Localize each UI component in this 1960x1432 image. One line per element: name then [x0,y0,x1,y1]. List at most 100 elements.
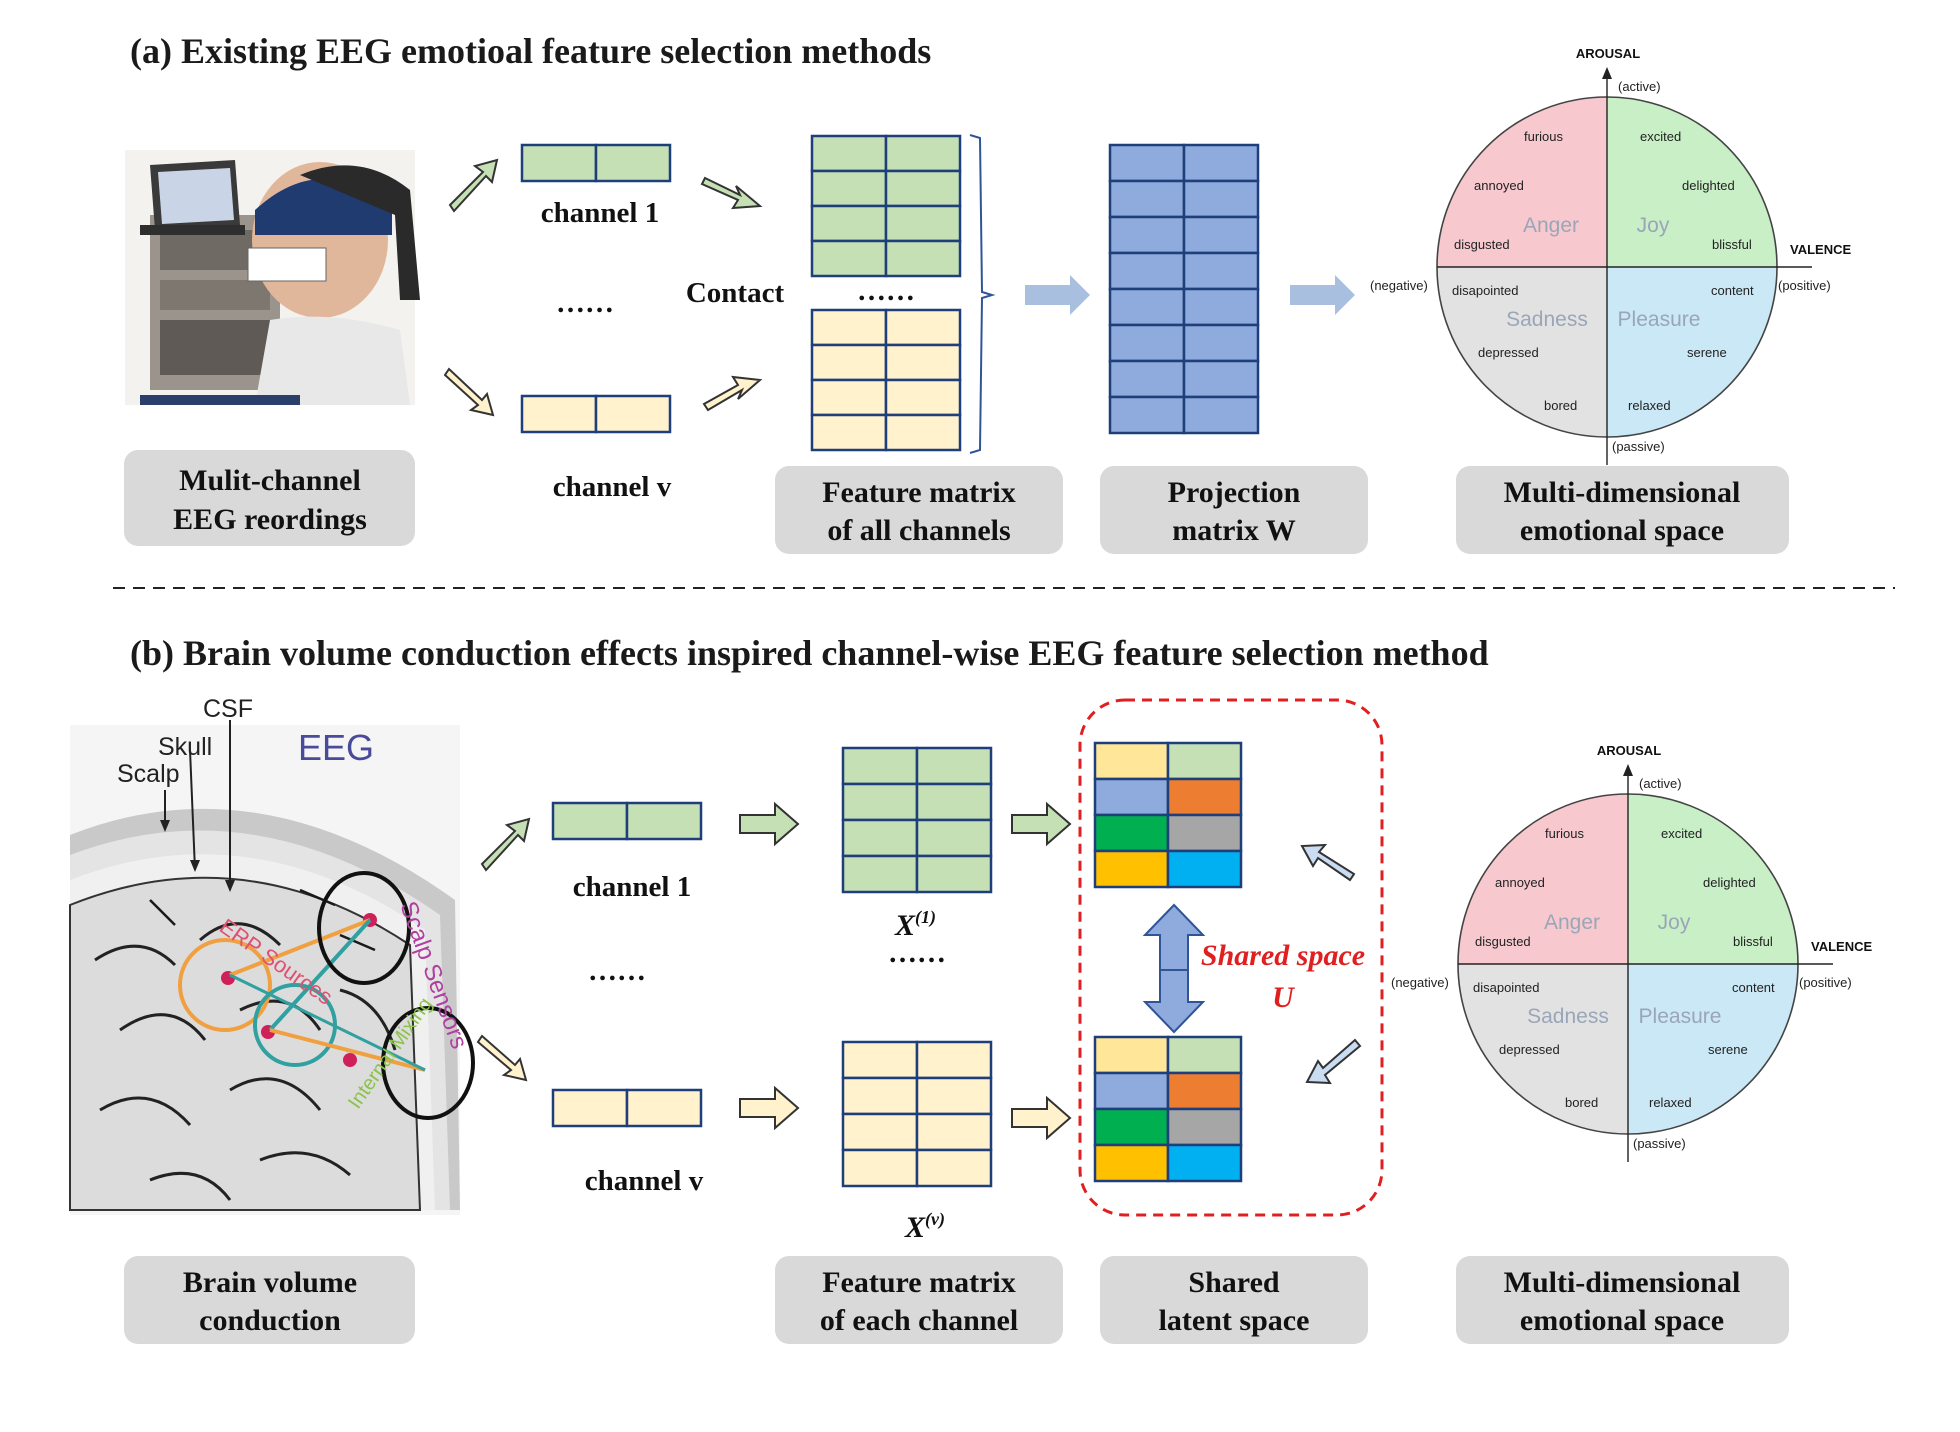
latent-cell [1166,849,1243,889]
xv-label: X(v) [904,1209,945,1244]
double-arrow-down [1142,969,1206,1034]
latent-cell [1166,813,1243,853]
latent-cell [1093,741,1170,781]
word-blissful-a: blissful [1712,237,1752,252]
projection-cell [1182,359,1260,399]
latent-cell [1166,741,1243,781]
feature-matrix-x1 [841,746,993,894]
projection-cell [1182,323,1260,363]
word-excited-a: excited [1640,129,1681,144]
caption-recordings-line2: EEG reordings [173,503,367,536]
word-depressed-b: depressed [1499,1042,1560,1057]
panel-b-title: (b) Brain volume conduction effects insp… [130,633,1489,673]
feature-matrix-xv [841,1040,993,1188]
arrow-space-to-latent-bottom [1305,1038,1362,1085]
arrow-space-to-latent-top [1300,843,1356,882]
latent-cell [1093,1143,1170,1183]
caption-box-recordings [124,450,415,546]
latent-cell [1166,1143,1243,1183]
latent-cell [1166,1107,1243,1147]
caption-shared-line1: Shared [1188,1266,1279,1299]
x1-label: X(1) [894,907,936,942]
caption-emotional-a-line1: Multi-dimensional [1504,476,1741,509]
quadrant-sadness-a: Sadness [1506,308,1588,331]
latent-cell [1093,777,1170,817]
word-relaxed-a: relaxed [1628,398,1671,413]
active-label-b: (active) [1639,776,1682,791]
emotion-circumplex-a: AROUSAL (active) (passive) VALENCE (nega… [1370,46,1851,466]
arrow-brain-to-channelv [476,1034,528,1082]
word-delighted-b: delighted [1703,875,1756,890]
arrow-xv-to-latent [1011,1095,1072,1141]
channel-v-vector-b [551,1088,703,1128]
word-bored-a: bored [1544,398,1577,413]
brain-label-eeg: EEG [298,727,374,768]
positive-label-b: (positive) [1799,975,1852,990]
projection-cell [1108,251,1186,291]
quadrant-sadness-b: Sadness [1527,1005,1609,1028]
latent-cell [1166,777,1243,817]
arousal-label-a: AROUSAL [1576,46,1640,61]
negative-label-b: (negative) [1391,975,1449,990]
channel-1-vector-a [520,143,672,183]
caption-box-shared [1100,1256,1368,1344]
latent-cell [1093,1071,1170,1111]
projection-cell [1182,251,1260,291]
word-furious-a: furious [1524,129,1564,144]
caption-feature-each-line2: of each channel [820,1304,1018,1337]
latent-cell [1093,813,1170,853]
quadrant-anger-b: Anger [1544,911,1600,934]
arrow-projection-to-space [1290,275,1355,315]
arrow-matrix-to-projection [1025,275,1090,315]
channel-1-label-a: channel 1 [541,197,659,229]
projection-cell [1182,287,1260,327]
passive-label-b: (passive) [1633,1136,1686,1151]
channel-v-vector-a [520,394,672,434]
word-furious-b: furious [1545,826,1585,841]
latent-matrix-bottom [1093,1035,1243,1183]
word-delighted-a: delighted [1682,178,1735,193]
positive-label-a: (positive) [1778,278,1831,293]
caption-emotional-b-line1: Multi-dimensional [1504,1266,1741,1299]
latent-cell [1166,1035,1243,1075]
caption-shared-line2: latent space [1159,1304,1310,1337]
projection-cell [1108,359,1186,399]
quadrant-joy-b: Joy [1658,911,1691,934]
caption-box-emotional-a [1456,466,1789,554]
quadrant-anger-a: Anger [1523,214,1579,237]
channel-v-label-a: channel v [553,471,672,503]
caption-box-feature-each [775,1256,1063,1344]
matrix-brace [969,134,996,454]
caption-feature-each-line1: Feature matrix [822,1266,1016,1299]
arrow-channel1-to-matrix [700,176,763,210]
dots-b-matrix: …… [888,937,946,969]
projection-cell [1182,215,1260,255]
caption-brain-line2: conduction [199,1304,341,1337]
word-disapointed-a: disapointed [1452,283,1519,298]
shared-u-label: U [1272,981,1295,1014]
valence-label-a: VALENCE [1790,242,1851,257]
arrow-channelv-to-xv [739,1085,800,1131]
word-content-a: content [1711,283,1754,298]
feature-matrix-all-channels [810,134,962,452]
caption-brain-line1: Brain volume [183,1266,357,1299]
arousal-label-b: AROUSAL [1597,743,1661,758]
projection-cell [1182,143,1260,183]
brain-label-scalp: Scalp [117,760,180,788]
double-arrow-up [1142,903,1206,971]
latent-matrix-top [1093,741,1243,889]
arrow-channelv-to-matrix [702,375,763,412]
caption-box-brain [124,1256,415,1344]
caption-projection-line2: matrix W [1172,514,1296,547]
caption-feature-all-line2: of all channels [827,514,1010,547]
word-relaxed-b: relaxed [1649,1095,1692,1110]
word-annoyed-b: annoyed [1495,875,1545,890]
arrow-x1-to-latent [1011,801,1072,847]
caption-box-projection [1100,466,1368,554]
caption-box-feature-all [775,466,1063,554]
word-annoyed-a: annoyed [1474,178,1524,193]
dots-a-left: …… [556,287,614,319]
caption-feature-all-line1: Feature matrix [822,476,1016,509]
contact-label: Contact [686,277,785,309]
